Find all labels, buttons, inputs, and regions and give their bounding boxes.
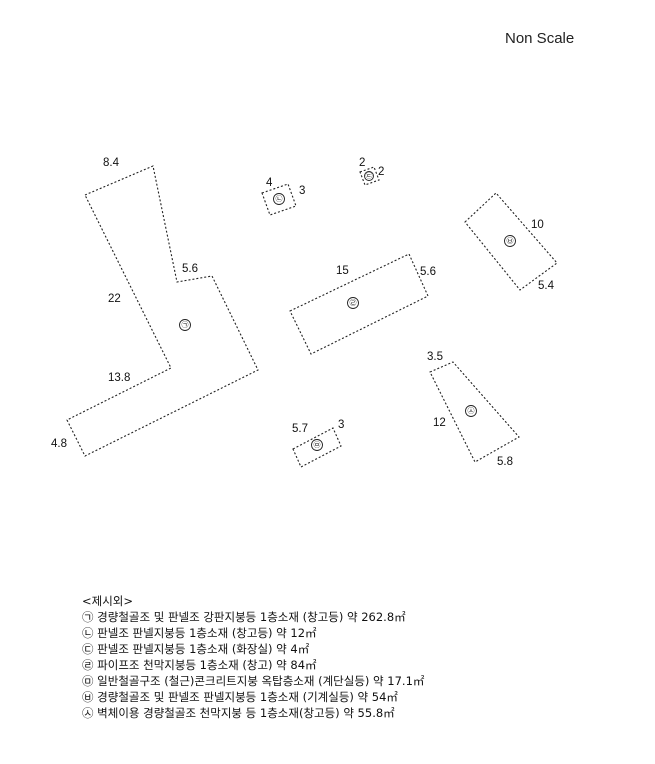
building-g-marker (465, 405, 477, 417)
building-b: 4 3 ㉡ (261, 177, 305, 216)
building-g-dim-top: 3.5 (427, 351, 443, 363)
building-e-marker (311, 439, 323, 451)
building-c-outline (359, 166, 380, 186)
building-f-dim-top: 10 (531, 219, 544, 231)
building-g-dim-bottom: 5.8 (497, 456, 513, 468)
legend-item: ㉠ 경량철골조 및 판넬조 강판지붕등 1층소재 (창고등) 약 262.8㎡ (82, 610, 406, 624)
building-a-dim-notch: 5.6 (182, 263, 198, 275)
building-b-dim-side: 3 (299, 185, 305, 197)
building-e-outline (292, 427, 342, 468)
legend-item: ㉡ 판넬조 판넬지붕등 1층소재 (창고등) 약 12㎡ (82, 626, 317, 640)
building-d: 15 5.6 ㉣ (289, 253, 436, 355)
building-g-dim-left: 12 (433, 417, 446, 429)
scale-note: Non Scale (505, 30, 575, 47)
legend-item: ㉦ 벽체이용 경량철골조 천막지붕 등 1층소재(창고등) 약 55.8㎡ (82, 706, 395, 720)
building-d-dim-side: 5.6 (420, 266, 436, 278)
building-b-dim-top: 4 (266, 177, 273, 189)
building-d-outline (289, 253, 429, 355)
legend-item: ㉣ 파이프조 천막지붕등 1층소재 (창고) 약 84㎡ (82, 658, 317, 672)
building-a-marker (179, 319, 191, 331)
building-a-dim-top: 8.4 (103, 157, 120, 169)
building-f-marker-text: ㉥ (507, 237, 514, 245)
building-g-outline (429, 361, 520, 463)
building-c-marker (364, 171, 374, 181)
building-d-dim-top: 15 (336, 265, 349, 277)
legend: <제시외> ㉠ 경량철골조 및 판넬조 강판지붕등 1층소재 (창고등) 약 2… (82, 593, 424, 721)
building-a-outline (66, 165, 259, 457)
building-d-marker-text: ㉣ (350, 299, 357, 307)
building-a-marker-text: ㉠ (182, 321, 189, 329)
building-c-dim-side: 2 (378, 166, 384, 178)
building-a-dim-end: 4.8 (51, 438, 67, 450)
building-f-dim-side: 5.4 (538, 280, 555, 292)
building-b-marker-text: ㉡ (276, 195, 283, 203)
building-f: 10 5.4 ㉥ (464, 192, 558, 292)
building-e: 5.7 3 ㉤ (292, 419, 344, 468)
building-d-marker (347, 297, 359, 309)
building-e-dim-top: 5.7 (292, 423, 308, 435)
building-c-dim-top: 2 (359, 157, 365, 169)
building-c: 2 2 ㉢ (359, 157, 384, 186)
building-c-marker-text: ㉢ (366, 172, 373, 180)
legend-title: <제시외> (82, 594, 134, 608)
site-plan: 8.4 5.6 22 13.8 4.8 ㉠ 4 3 ㉡ 2 2 ㉢ 15 5.6… (51, 157, 558, 468)
building-a: 8.4 5.6 22 13.8 4.8 ㉠ (51, 157, 259, 457)
building-b-marker (273, 193, 285, 205)
building-f-marker (504, 235, 516, 247)
building-g-marker-text: ㉦ (468, 407, 475, 415)
building-g: 3.5 12 5.8 ㉦ (427, 351, 520, 468)
legend-item: ㉢ 판넬조 판넬지붕등 1층소재 (화장실) 약 4㎡ (82, 642, 310, 656)
building-a-dim-left: 22 (108, 293, 121, 305)
building-a-dim-inner: 13.8 (108, 372, 130, 384)
building-e-marker-text: ㉤ (314, 441, 321, 449)
building-f-outline (464, 192, 558, 291)
legend-item: ㉤ 일반철골구조 (철근)콘크리트지붕 옥탑층소재 (계단실등) 약 17.1㎡ (82, 674, 425, 688)
building-e-dim-side: 3 (338, 419, 344, 431)
legend-item: ㉥ 경량철골조 및 판넬조 판넬지붕등 1층소재 (기계실등) 약 54㎡ (82, 690, 398, 704)
